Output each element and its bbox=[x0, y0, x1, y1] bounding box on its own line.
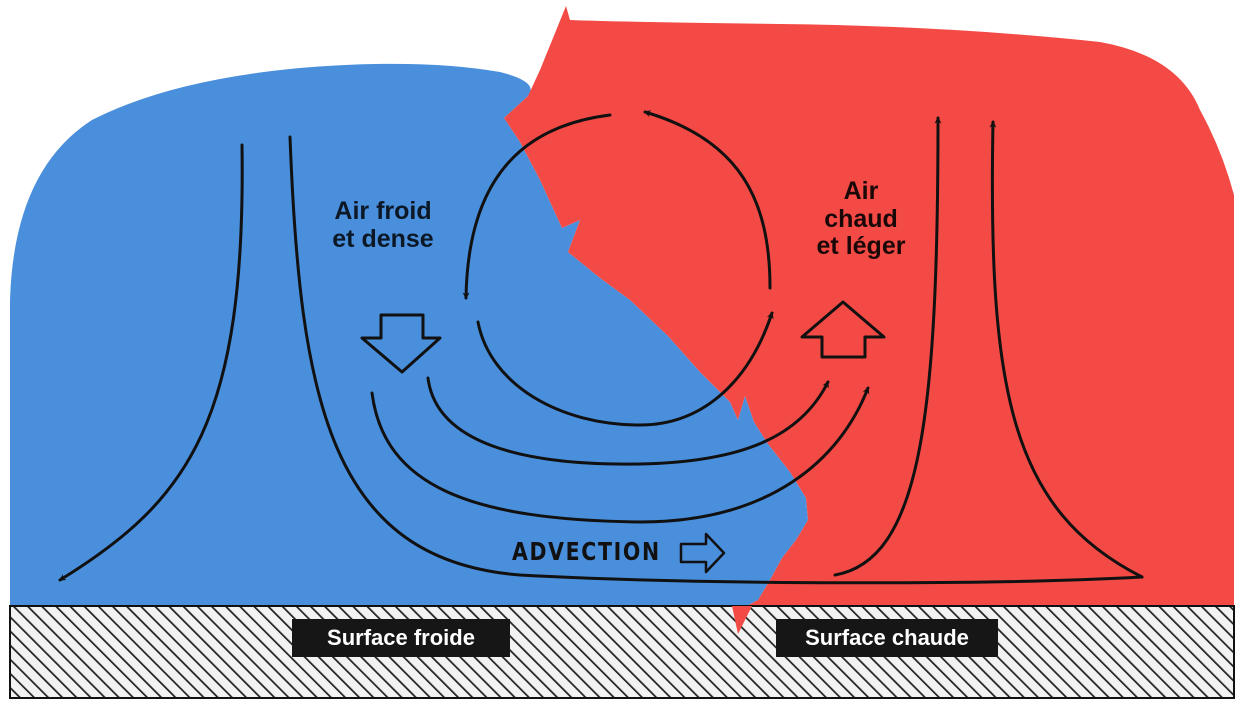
rising-arrow-1 bbox=[833, 116, 942, 577]
advection-arrow-upper bbox=[426, 376, 830, 466]
warm-air-label-line-3: et léger bbox=[816, 232, 906, 260]
cold-surface-label: Surface froide bbox=[292, 619, 510, 657]
descending-left-arrow bbox=[58, 143, 244, 582]
warm-air-label: Air chaud et léger bbox=[800, 177, 922, 261]
ground-notch bbox=[732, 606, 752, 634]
advection-arrow-lower bbox=[370, 386, 870, 524]
cold-air-label-line-2: et dense bbox=[332, 224, 434, 253]
circulation-bottom-arrow bbox=[476, 311, 774, 427]
warm-surface-label: Surface chaude bbox=[776, 619, 998, 657]
advection-label: ADVECTION bbox=[512, 537, 661, 566]
sinking-hollow-arrow bbox=[360, 313, 442, 374]
circulation-top-arrow bbox=[462, 113, 612, 300]
cold-air-mass bbox=[10, 63, 808, 608]
air-flow-arrows bbox=[58, 110, 1144, 585]
warm-air-mass bbox=[504, 6, 1234, 607]
ground-surface bbox=[9, 605, 1235, 699]
circulation-right-arrow bbox=[643, 110, 772, 290]
return-flow-arrow bbox=[288, 135, 1144, 585]
cold-air-label: Air froid et dense bbox=[319, 194, 447, 284]
warm-air-label-line-2: chaud bbox=[824, 204, 898, 233]
cold-air-label-line-1: Air froid bbox=[334, 197, 432, 225]
advection-hollow-arrow bbox=[679, 532, 726, 574]
rising-hollow-arrow bbox=[800, 300, 886, 359]
warm-air-label-line-1: Air bbox=[843, 177, 879, 205]
rising-arrow-2 bbox=[989, 120, 1144, 579]
